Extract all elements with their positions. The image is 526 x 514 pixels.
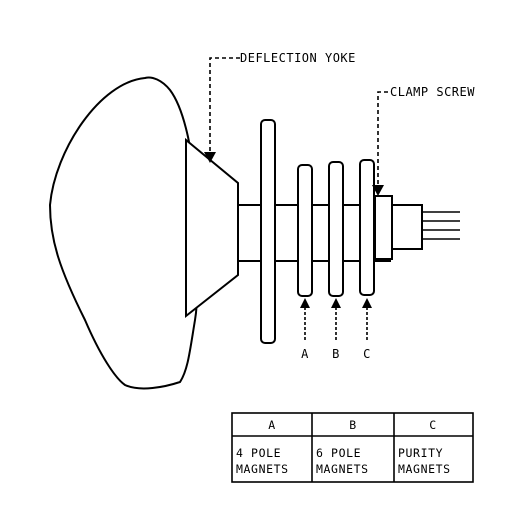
table-cell-c-line2: MAGNETS — [398, 462, 451, 476]
ring-label-b: B — [332, 347, 340, 361]
pointer-arrow-c — [362, 298, 372, 340]
base-pins — [422, 211, 460, 240]
magnet-ring-a — [297, 164, 313, 297]
legend-table: A B C 4 POLE 6 POLE PURITY MAGNETS MAGNE… — [231, 412, 474, 483]
centering-ring — [260, 119, 276, 344]
clamp-collar — [374, 195, 393, 260]
table-header-c: C — [429, 418, 437, 432]
table-cell-c-line1: PURITY — [398, 446, 443, 460]
clamp-screw-label: CLAMP SCREW — [390, 85, 475, 99]
clamp-screw-leader — [372, 91, 388, 196]
deflection-yoke — [185, 137, 239, 319]
table-cell-b-line2: MAGNETS — [316, 462, 369, 476]
pointer-arrow-b — [331, 298, 341, 340]
ring-label-a: A — [301, 347, 309, 361]
tube-base — [391, 204, 423, 250]
table-header-b: B — [349, 418, 357, 432]
crt-screen-bulb — [48, 76, 199, 390]
magnet-ring-b — [328, 161, 344, 297]
table-cell-a-line1: 4 POLE — [236, 446, 281, 460]
ring-label-c: C — [363, 347, 371, 361]
pointer-arrow-a — [300, 298, 310, 340]
table-header-a: A — [268, 418, 276, 432]
table-cell-a-line2: MAGNETS — [236, 462, 289, 476]
table-cell-b-line1: 6 POLE — [316, 446, 361, 460]
magnet-ring-c — [359, 159, 375, 296]
deflection-yoke-leader — [204, 57, 240, 163]
deflection-yoke-label: DEFLECTION YOKE — [240, 51, 356, 65]
